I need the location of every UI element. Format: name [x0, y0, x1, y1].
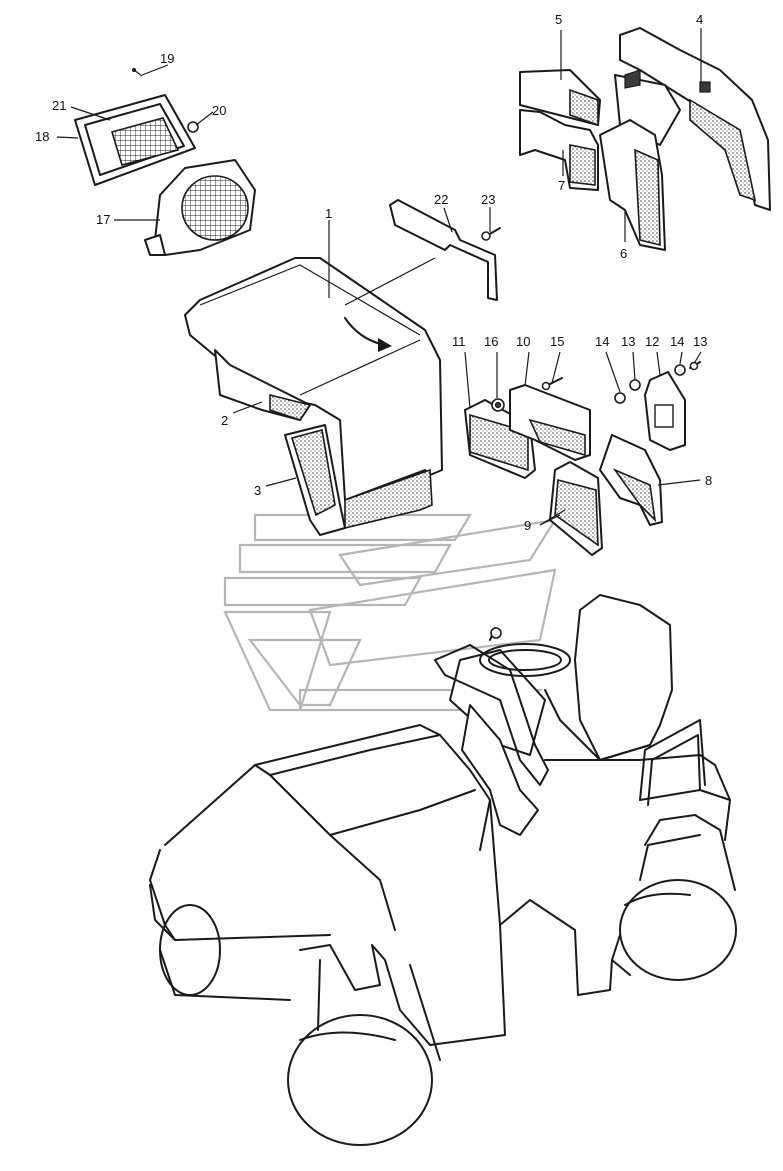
watermark-logo	[223, 513, 558, 712]
part-4-rear-panel	[619, 27, 771, 211]
part-18-speaker-cover	[144, 159, 256, 256]
callout-22: 21	[52, 98, 66, 113]
callout-4: 4	[696, 12, 703, 27]
callout-3: 3	[254, 483, 261, 498]
callout-2: 2	[221, 413, 228, 428]
part-1-hood	[184, 257, 443, 530]
part-19-grille-frame	[74, 94, 196, 186]
callout-20: 19	[160, 51, 174, 66]
callout-14-b: 14	[670, 334, 684, 349]
callout-labels: 5 4 19 21 20 18 7 22 23 1 17 6 11 16 10 …	[35, 12, 712, 533]
part-14-washer-a	[629, 379, 641, 391]
callout-14-a: 13	[621, 334, 635, 349]
leader-lines	[56, 28, 702, 526]
callout-12: 12	[645, 334, 659, 349]
callout-8: 8	[705, 473, 712, 488]
part-10-mount	[509, 384, 591, 461]
part-9-pad	[549, 461, 603, 556]
part-2-hood-side	[214, 349, 312, 421]
part-22-grille-mesh	[110, 117, 180, 166]
callout-13: 13	[693, 334, 707, 349]
part-21-nut	[187, 121, 199, 133]
callout-9: 9	[524, 518, 531, 533]
part-6-side-panel	[599, 119, 666, 251]
callout-19: 18	[35, 129, 49, 144]
part-16-bolt	[541, 377, 563, 391]
callout-18: 17	[96, 212, 110, 227]
part-23-bracket	[389, 199, 498, 301]
callout-6: 6	[620, 246, 627, 261]
callout-5: 5	[555, 12, 562, 27]
callout-21: 20	[212, 103, 226, 118]
callout-7: 7	[558, 178, 565, 193]
part-14-washer-b	[674, 364, 686, 376]
part-8-deflector	[599, 434, 663, 526]
assembly-arrow	[344, 257, 436, 352]
part-24-bolt	[481, 227, 501, 241]
part-15-nut	[614, 392, 626, 404]
machine-outline	[149, 594, 737, 1146]
part-3-hood-gasket	[284, 424, 346, 536]
callout-15: 14	[595, 334, 609, 349]
callout-10: 10	[516, 334, 530, 349]
callout-17: 16	[484, 334, 498, 349]
part-11-bracket	[464, 399, 536, 479]
callout-16: 15	[550, 334, 564, 349]
callout-1: 1	[325, 206, 332, 221]
part-17-washer	[491, 398, 505, 412]
callout-11: 11	[452, 334, 466, 349]
part-20-screw	[132, 68, 143, 77]
part-12-plate	[644, 371, 686, 451]
callout-24: 23	[481, 192, 495, 207]
part-13-screw	[689, 361, 701, 371]
part-7-lower-panel	[519, 109, 599, 191]
callout-23: 22	[434, 192, 448, 207]
